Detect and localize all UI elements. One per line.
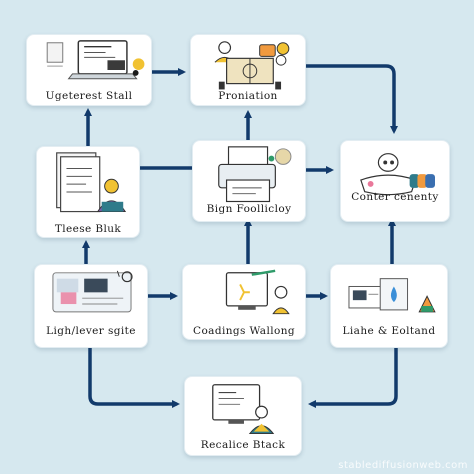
lab-screen-icon [348,278,436,313]
monitor-person-icon [212,384,275,435]
node-label: Coadings Wallong [193,325,295,337]
laptop-icon [46,40,145,80]
node-label: Proniation [218,90,278,102]
monitor-person-icon [225,269,290,315]
node-coadings-wallong[interactable]: Coadings Wallong [182,264,306,340]
dashboard-icon [52,270,133,313]
watermark-text: stablediffusionweb.com [338,460,468,471]
node-label: Recalice Btack [200,439,286,451]
arrow-proniation-to-conter [304,64,398,134]
robot-tools-icon [360,153,435,196]
node-label: Liahe & Eoltand [342,325,436,337]
node-proniation[interactable]: Proniation [190,34,306,106]
node-label: Ugeterest Stall [45,90,133,102]
node-label: Conter cenenty [351,191,439,203]
node-label: Bign Foollicloy [206,203,292,215]
node-tleese-bluk[interactable]: Tleese Bluk [36,146,140,238]
node-conter-cenenty[interactable]: Conter cenenty [340,140,450,222]
printer-icon [218,146,292,203]
node-label: Tleese Bluk [54,223,122,235]
node-ugeterest-stall[interactable]: Ugeterest Stall [26,34,152,106]
node-liahe-eoltand[interactable]: Liahe & Eoltand [330,264,448,348]
workstation-icon [214,41,290,90]
node-recalice-btack[interactable]: Recalice Btack [184,376,302,456]
document-reader-icon [56,152,127,213]
node-label: Ligh/lever sgite [46,325,136,337]
node-ligh-lever-sgite[interactable]: Ligh/lever sgite [34,264,148,348]
arrow-lighlever-to-recalice [88,346,180,408]
arrow-liahe-to-recalice [308,346,398,408]
node-bign-foollicloy[interactable]: Bign Foollicloy [192,140,306,222]
